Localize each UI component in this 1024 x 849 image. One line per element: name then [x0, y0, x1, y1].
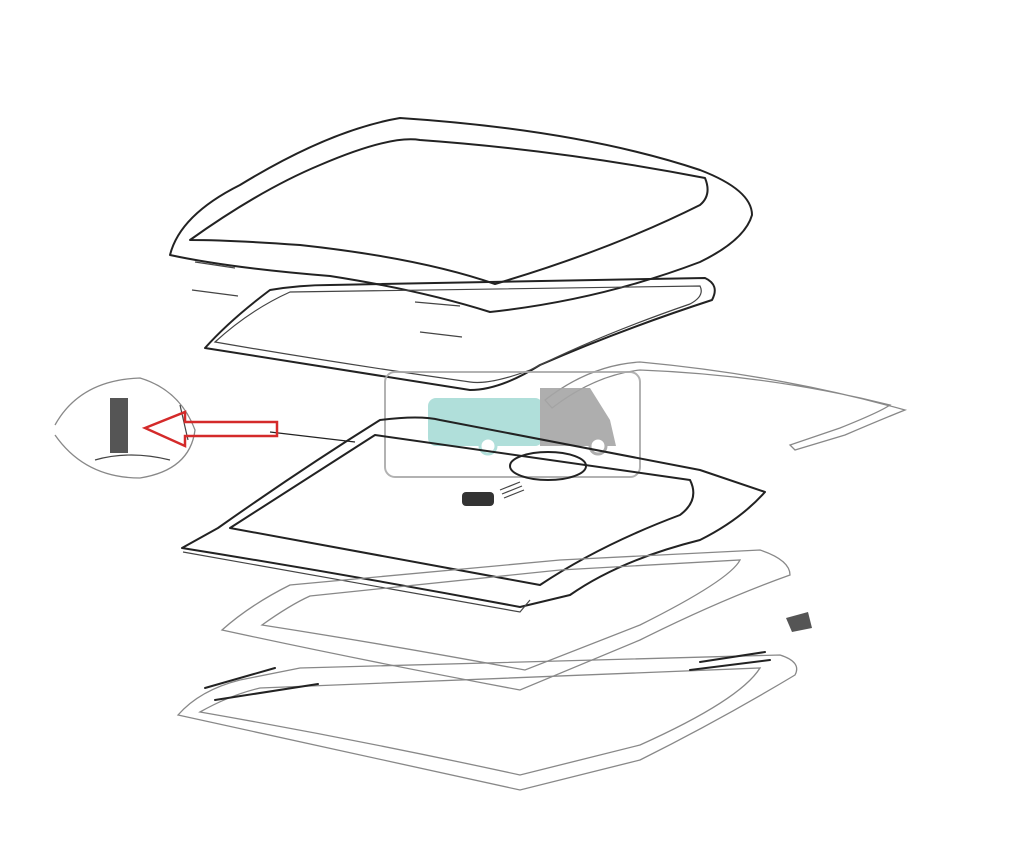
hinge-rods — [191, 289, 463, 338]
mounting-frame — [176, 651, 798, 791]
operating-arm — [544, 361, 908, 451]
flyscreen-blind-frame — [220, 549, 812, 691]
detail-inset — [54, 377, 356, 479]
inner-frame-assembly — [181, 416, 766, 613]
pointer-arrow — [141, 410, 279, 448]
cover-seal — [204, 277, 716, 391]
